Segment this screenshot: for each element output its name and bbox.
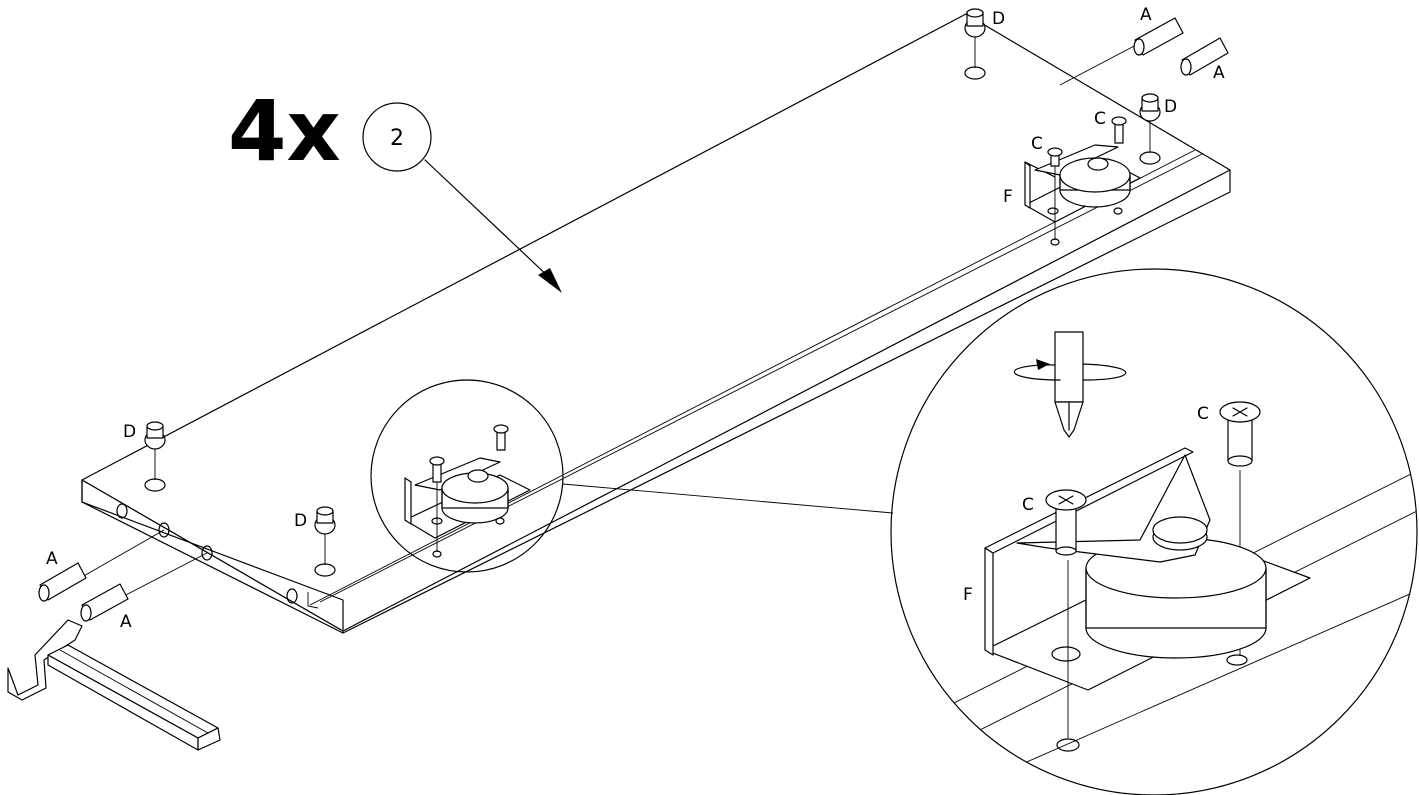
label-a-4: A — [1213, 63, 1225, 83]
callout-arrow — [424, 159, 553, 281]
mallet-icon — [7, 619, 221, 751]
cam-lock-d-3: D — [964, 8, 1005, 68]
dowel-a-3: A — [1059, 5, 1184, 86]
cam-lock-d-1: D — [123, 421, 166, 480]
label-d-2: D — [294, 511, 307, 531]
shelf-panel — [81, 13, 1231, 634]
label-c-top-1: C — [1031, 134, 1043, 154]
label-f-top: F — [1003, 187, 1013, 207]
quantity-text: 4x — [228, 82, 341, 180]
label-d-4: D — [1164, 97, 1177, 117]
label-a-1: A — [46, 549, 58, 569]
dowel-a-4: A — [1180, 37, 1229, 83]
dowel-a-2: A — [80, 552, 208, 632]
label-f-zoom: F — [963, 585, 973, 605]
part-number-text: 2 — [390, 126, 404, 151]
part-number-circle — [362, 102, 432, 172]
cam-lock-d-2: D — [294, 506, 336, 565]
detail-circle-zoom: C C F — [890, 268, 1418, 795]
detail-leader-line — [562, 483, 894, 514]
roller-assembly-top: C C F — [1003, 109, 1141, 246]
label-d-1: D — [123, 422, 136, 442]
label-c-top-2: C — [1094, 109, 1106, 129]
dowel-a-1: A — [38, 529, 165, 602]
label-c-zoom-2: C — [1022, 495, 1034, 515]
label-a-2: A — [120, 612, 132, 632]
label-d-3: D — [992, 9, 1005, 29]
label-a-3: A — [1140, 5, 1152, 25]
cam-lock-d-4: D — [1139, 93, 1177, 153]
quantity-callout: 4x 2 — [228, 82, 562, 293]
detail-circle-small — [370, 379, 564, 573]
label-c-zoom-1: C — [1197, 404, 1209, 424]
